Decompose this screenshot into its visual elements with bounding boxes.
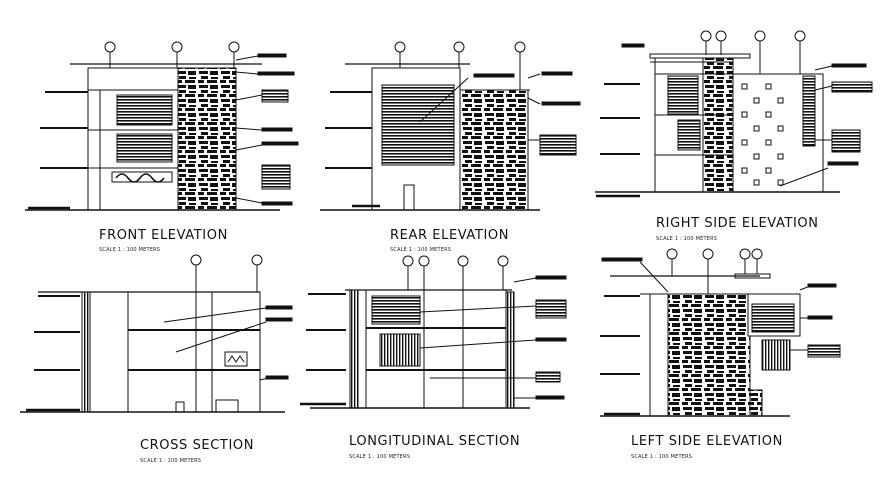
cross-section-title: CROSS SECTION xyxy=(140,438,255,453)
cross-section-drawing xyxy=(20,254,293,413)
rear-elevation-title: REAR ELEVATION xyxy=(390,228,510,243)
left-side-elevation-title: LEFT SIDE ELEVATION xyxy=(631,434,783,449)
left-side-elevation-drawing xyxy=(600,248,841,417)
front-elevation-title: FRONT ELEVATION xyxy=(99,228,228,243)
longitudinal-section-drawing xyxy=(300,255,567,409)
right-side-elevation-title: RIGHT SIDE ELEVATION xyxy=(656,216,819,231)
front-elevation-scale: SCALE 1 : 100 METERS xyxy=(99,247,161,253)
right-side-elevation-scale: SCALE 1 : 100 METERS xyxy=(656,236,718,242)
left-side-elevation-scale: SCALE 1 : 100 METERS xyxy=(631,454,693,460)
longitudinal-section-scale: SCALE 1 : 100 METERS xyxy=(349,454,411,460)
rear-elevation-scale: SCALE 1 : 100 METERS xyxy=(390,247,452,253)
rear-elevation-drawing xyxy=(320,41,581,211)
longitudinal-section-title: LONGITUDINAL SECTION xyxy=(349,434,521,449)
front-elevation-drawing xyxy=(25,41,299,211)
right-side-elevation-drawing xyxy=(595,30,873,198)
cross-section-scale: SCALE 1 : 100 METERS xyxy=(140,458,202,464)
